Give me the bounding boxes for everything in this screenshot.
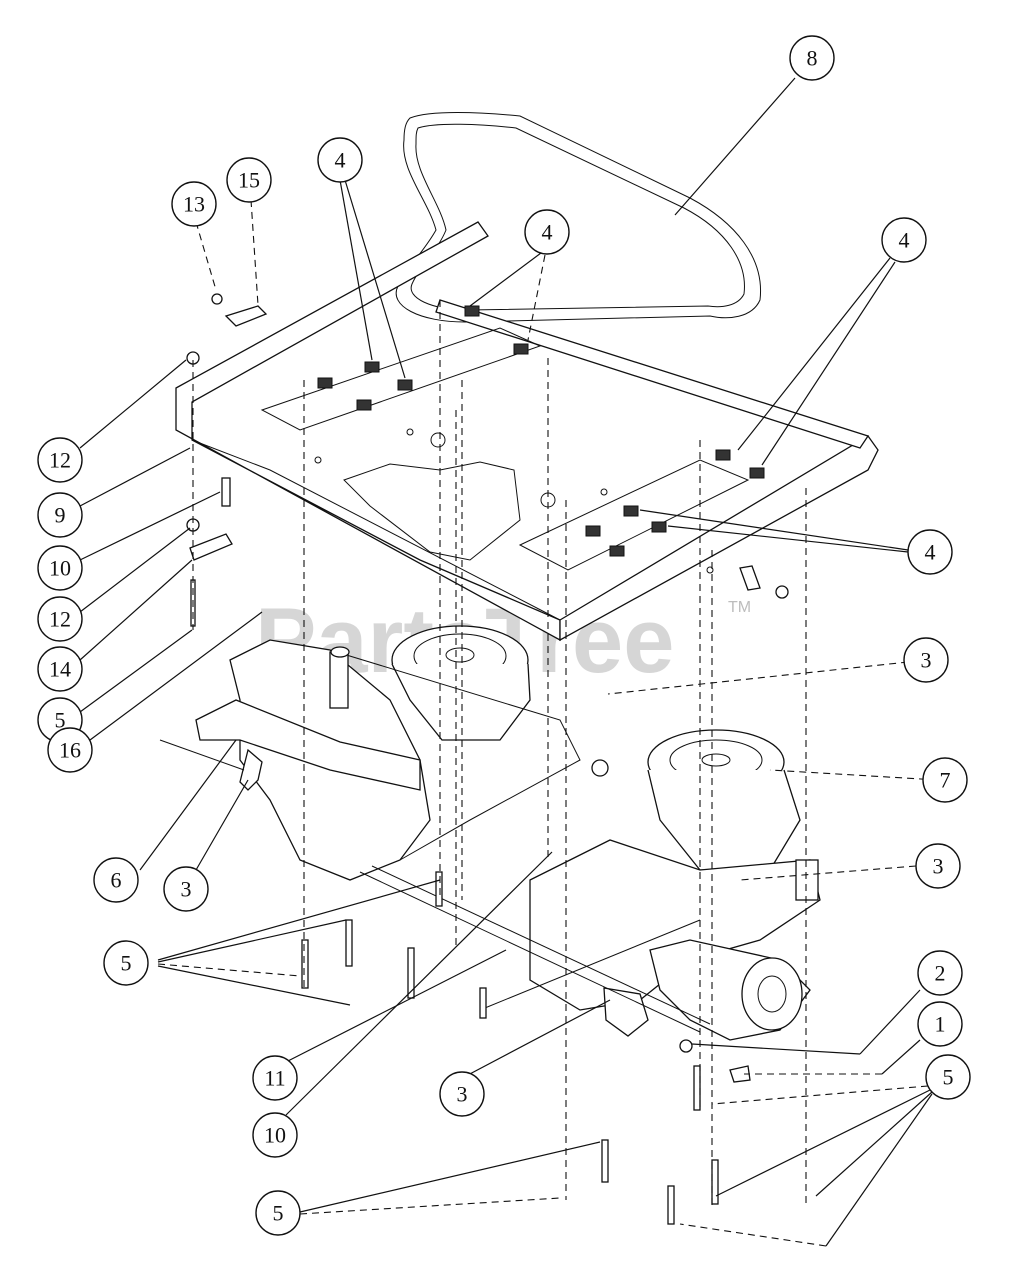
- svg-text:5: 5: [55, 708, 66, 733]
- svg-text:3: 3: [181, 877, 192, 902]
- callout-4: 4: [524, 209, 570, 255]
- callout-3: 3: [439, 1071, 485, 1117]
- frame-assembly: [175, 221, 879, 642]
- svg-text:4: 4: [899, 228, 910, 253]
- svg-text:5: 5: [943, 1065, 954, 1090]
- svg-text:14: 14: [49, 657, 71, 682]
- svg-text:4: 4: [925, 540, 936, 565]
- callout-12: 12: [37, 596, 83, 642]
- callout-14: 14: [37, 646, 83, 692]
- callout-9: 9: [37, 492, 83, 538]
- callout-2: 2: [917, 950, 963, 996]
- svg-text:11: 11: [264, 1066, 285, 1091]
- callout-15: 15: [226, 157, 272, 203]
- callout-7: 7: [922, 757, 968, 803]
- svg-text:4: 4: [335, 148, 346, 173]
- left-transmission: [195, 625, 581, 881]
- nut-clips: [317, 305, 765, 557]
- callout-13: 13: [171, 181, 217, 227]
- svg-text:2: 2: [935, 961, 946, 986]
- callout-8: 8: [789, 35, 835, 81]
- svg-text:16: 16: [59, 738, 81, 763]
- assembly-lines: [192, 300, 807, 1210]
- callout-4: 4: [317, 137, 363, 183]
- callout-4: 4: [907, 529, 953, 575]
- svg-text:5: 5: [273, 1201, 284, 1226]
- svg-text:3: 3: [933, 854, 944, 879]
- drive-belt: [395, 112, 762, 323]
- callout-16: 16: [47, 727, 93, 773]
- callout-5: 5: [255, 1190, 301, 1236]
- right-transmission: [529, 729, 821, 1041]
- svg-text:4: 4: [542, 220, 553, 245]
- svg-text:7: 7: [940, 768, 951, 793]
- callout-10: 10: [252, 1112, 298, 1158]
- callout-6: 6: [93, 857, 139, 903]
- bolts-and-rods: [159, 565, 789, 1225]
- svg-text:3: 3: [921, 648, 932, 673]
- svg-text:10: 10: [264, 1123, 286, 1148]
- watermark-trademark: TM: [728, 599, 751, 616]
- callout-4: 4: [881, 217, 927, 263]
- callout-3: 3: [163, 866, 209, 912]
- callout-5: 5: [103, 940, 149, 986]
- callout-5: 5: [925, 1054, 971, 1100]
- svg-text:12: 12: [49, 448, 71, 473]
- svg-text:1: 1: [935, 1012, 946, 1037]
- svg-text:9: 9: [55, 503, 66, 528]
- callout-3: 3: [915, 843, 961, 889]
- svg-text:12: 12: [49, 607, 71, 632]
- callout-11: 11: [252, 1055, 298, 1101]
- callout-3: 3: [903, 637, 949, 683]
- svg-text:13: 13: [183, 192, 205, 217]
- svg-text:3: 3: [457, 1082, 468, 1107]
- svg-text:8: 8: [807, 46, 818, 71]
- callout-12: 12: [37, 437, 83, 483]
- leader-lines: [79, 77, 939, 1247]
- svg-text:15: 15: [238, 168, 260, 193]
- svg-text:10: 10: [49, 556, 71, 581]
- callout-1: 1: [917, 1001, 963, 1047]
- callout-10: 10: [37, 545, 83, 591]
- svg-text:5: 5: [121, 951, 132, 976]
- small-bracket-parts: [186, 293, 268, 627]
- svg-text:6: 6: [111, 868, 122, 893]
